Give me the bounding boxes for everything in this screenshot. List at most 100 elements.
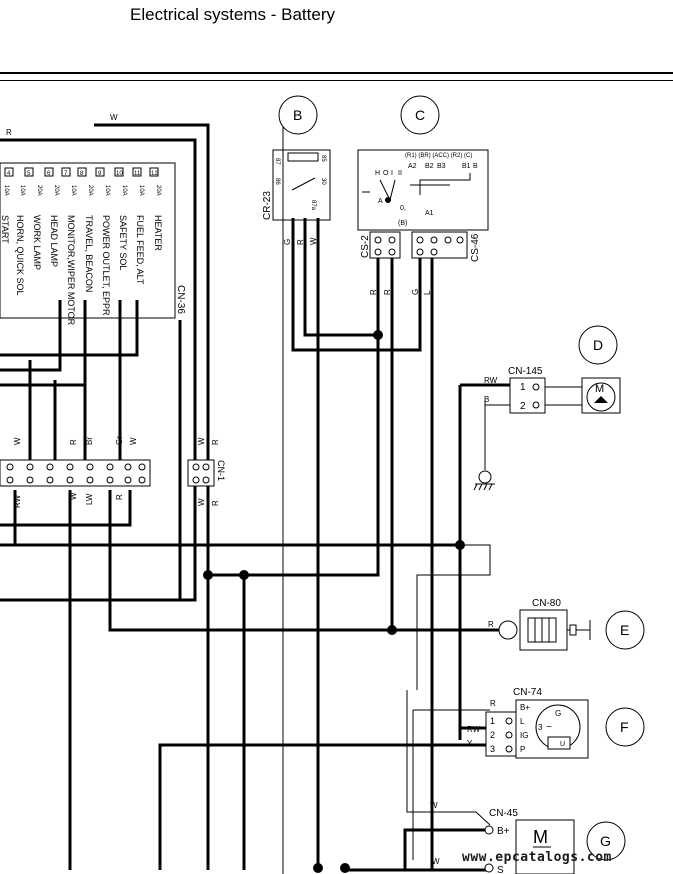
connector-cn1 — [187, 459, 215, 487]
f-pin-3: 3 — [490, 744, 495, 754]
page-title: Electrical systems - Battery — [130, 5, 335, 24]
fuse-rating-7: 10A — [121, 185, 127, 196]
wire-cs-g: G — [411, 289, 420, 295]
wire-cn1-w2: W — [197, 498, 206, 506]
wire-cs-r1: R — [369, 289, 378, 295]
switch-term-b-paren: (B) — [398, 220, 407, 227]
alt-ac-symbol: ~ — [546, 722, 552, 733]
switch-term-a2: A2 — [408, 163, 417, 170]
g-motor-label: M — [533, 827, 548, 847]
start-switch: (R1) (BR) (ACC) (R2) (C) A2 B2 B3 B1 B H… — [357, 149, 489, 231]
fuse-rating-4: 10A — [70, 185, 76, 196]
wire-mid-w1: W — [13, 437, 22, 445]
switch-term-o: O — [383, 170, 389, 177]
fuse-label-safety: SAFETY SOL — [118, 215, 128, 270]
d-pin-2: 2 — [520, 401, 526, 412]
relay-pin-30: 30 — [320, 178, 326, 185]
thick-wires — [0, 123, 510, 872]
fuse-label-travel: TRAVEL, BEACON — [84, 215, 94, 292]
f-pin-2: 2 — [490, 730, 495, 740]
wire-mid-gr: Gr — [115, 436, 124, 445]
wire-cs-r2: R — [383, 289, 392, 295]
cn36-label: CN-36 — [175, 285, 186, 314]
cn45-label: CN-45 — [489, 808, 518, 819]
callout-f: F — [620, 719, 629, 735]
wire-cr-g: G — [283, 239, 292, 245]
wire-codes: R W G R W R R G L RW B W R Br Gr W W R W… — [6, 113, 498, 866]
fuse-number-4: 8 — [80, 171, 84, 177]
wire-top-w: W — [110, 113, 118, 122]
header-rule — [0, 72, 673, 74]
fuse-number-8: 12 — [151, 171, 158, 177]
alt-u: U — [560, 741, 565, 748]
wire-cs-l: L — [423, 290, 432, 295]
switch-term-b1: B1 — [462, 163, 471, 170]
fuse-number-6: 10 — [116, 171, 123, 177]
wire-mid-br: Br — [85, 437, 94, 445]
wire-low-lw: LW — [85, 493, 94, 505]
cn45-term-s: S — [497, 865, 504, 874]
connector-cs46 — [411, 231, 468, 259]
relay-pin-85: 85 — [320, 155, 326, 162]
fuse-label-work-lamp: WORK LAMP — [32, 215, 42, 270]
alternator-cn74: 1 2 3 B+ L IG P G 3 ~ U CN-74 — [485, 687, 589, 759]
wire-b-d: B — [484, 395, 489, 404]
alt-three: 3 — [538, 723, 543, 732]
wire-mid-r: R — [69, 439, 78, 445]
cn74-term-bplus: B+ — [520, 703, 530, 712]
watermark: www.epcatalogs.com — [462, 850, 612, 865]
cn74-term-l: L — [520, 717, 525, 726]
cn145-label: CN-145 — [508, 366, 543, 377]
junction-dots — [203, 330, 465, 873]
motor-cn145: 1 2 M CN-145 — [473, 366, 621, 491]
fuse-label-monitor: MONITOR,WIPER MOTOR — [66, 215, 76, 326]
cs46-label: CS-46 — [470, 233, 481, 262]
callout-g: G — [600, 833, 611, 849]
fuse-number-5: 9 — [98, 171, 102, 177]
switch-term-a1: A1 — [425, 210, 434, 217]
fuse-rating-6: 10A — [104, 185, 110, 196]
cn74-label: CN-74 — [513, 687, 542, 698]
fuse-label-heater: HEATER — [153, 215, 163, 251]
f-pin-1: 1 — [490, 716, 495, 726]
cn74-term-p: P — [520, 745, 525, 754]
starter-cn45: B+ S M CN-45 — [484, 808, 575, 874]
wire-g-w1: W — [430, 801, 438, 810]
wire-f-y: Y — [467, 739, 473, 748]
wire-cn1-r1: R — [211, 439, 220, 445]
cn80-label: CN-80 — [532, 598, 561, 609]
wire-rw-d: RW — [484, 376, 498, 385]
wire-low-rw: RW — [13, 494, 22, 508]
cn1-label: CN-1 — [216, 460, 226, 481]
connector-strip — [0, 459, 151, 487]
fuse-number-3: 7 — [64, 171, 68, 177]
wire-cn1-w1: W — [197, 437, 206, 445]
fuse-label-head-lamp: HEAD LAMP — [49, 215, 59, 267]
wire-low-r: R — [115, 494, 124, 500]
wire-low-w: W — [69, 492, 78, 500]
fuse-rating-1: 10A — [19, 185, 25, 196]
callout-b: B — [293, 107, 302, 123]
switch-term-b2: B2 — [425, 163, 434, 170]
d-pin-1: 1 — [520, 382, 526, 393]
fuse-number-7: 11 — [134, 171, 141, 177]
fuse-number-2: 6 — [47, 171, 51, 177]
wire-cr-w: W — [309, 237, 318, 245]
fuse-label-power-outlet: POWER OUTLET, EPPR — [101, 215, 111, 316]
switch-term-ii: II — [398, 170, 402, 177]
header-rule-secondary — [0, 80, 673, 81]
relay-pin-86: 86 — [274, 178, 280, 185]
wire-f-r: R — [490, 699, 496, 708]
thin-wires — [282, 110, 591, 874]
switch-term-0: 0, — [400, 205, 406, 212]
fuse-rating-5: 20A — [87, 185, 93, 196]
switch-term-b3: B3 — [437, 163, 446, 170]
relay-pin-87: 87 — [274, 158, 280, 165]
fuse-label-horn: HORN, QUICK SOL — [15, 215, 25, 296]
fuse-number-0: 4 — [7, 171, 11, 177]
wire-g-w2: W — [432, 857, 440, 866]
fuse-rating-8: 10A — [138, 185, 144, 196]
wire-mid-w2: W — [129, 437, 138, 445]
fuse-rating-2: 20A — [36, 185, 42, 196]
